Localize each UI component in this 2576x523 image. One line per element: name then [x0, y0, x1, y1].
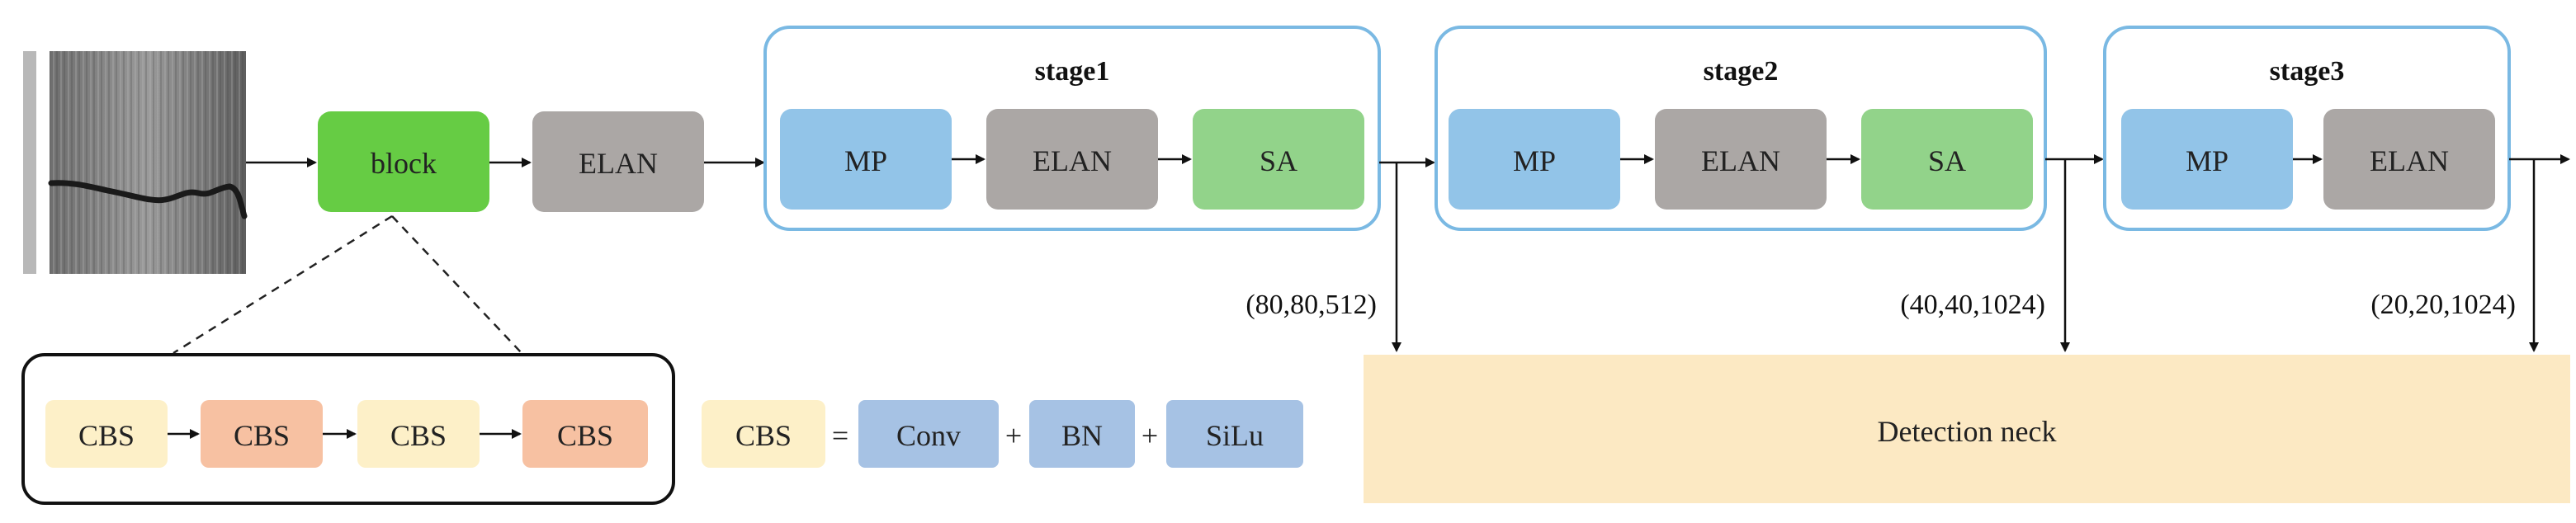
stage2-output-dims: (40,40,1024)	[1900, 290, 2045, 320]
elan-box	[532, 111, 704, 212]
cbs-box-3	[357, 400, 480, 468]
stage3-border	[2103, 26, 2511, 231]
stage1-title: stage1	[1035, 56, 1110, 87]
stage2-border	[1435, 26, 2047, 231]
block-box	[318, 111, 489, 212]
stage2-elan-label: ELAN	[1701, 144, 1780, 177]
cbs-def-equals: =	[832, 419, 848, 452]
stage1-sa-box	[1193, 109, 1364, 210]
stage3-mp-box	[2121, 109, 2293, 210]
stage1-output-dims: (80,80,512)	[1245, 290, 1377, 320]
silu-box	[1166, 400, 1303, 468]
conv-label: Conv	[896, 419, 961, 452]
stage1-border	[763, 26, 1381, 231]
stage3-elan-box	[2323, 109, 2495, 210]
detection-neck-label: Detection neck	[1878, 415, 2057, 448]
stage2-mp-box	[1449, 109, 1620, 210]
cbs-label-3: CBS	[390, 419, 447, 452]
stage3-output-dims: (20,20,1024)	[2370, 290, 2516, 320]
stage1-sa-label: SA	[1260, 144, 1297, 177]
stage3-group: stage3 MP ELAN	[2103, 26, 2511, 231]
block-detail-panel: CBS CBS CBS CBS	[21, 353, 675, 505]
silu-label: SiLu	[1206, 419, 1264, 452]
cbs-def-plus-2: +	[1141, 419, 1158, 452]
cbs-box-2	[201, 400, 323, 468]
stage3-title: stage3	[2270, 56, 2345, 87]
elan-label: ELAN	[579, 147, 658, 180]
stage2-sa-box	[1861, 109, 2033, 210]
stage2-title: stage2	[1704, 56, 1779, 87]
cbs-box-1	[45, 400, 168, 468]
cbs-box-4	[522, 400, 648, 468]
stage1-elan-box	[986, 109, 1158, 210]
conv-box	[858, 400, 999, 468]
cbs-def-plus-1: +	[1005, 419, 1022, 452]
block-detail-border	[21, 353, 675, 505]
cbs-label-2: CBS	[234, 419, 290, 452]
cbs-label-1: CBS	[78, 419, 135, 452]
block-node: block	[318, 111, 489, 212]
cbs-def-lhs-label: CBS	[735, 419, 792, 452]
stage1-mp-box	[780, 109, 952, 210]
stage2-group: stage2 MP ELAN SA	[1435, 26, 2047, 231]
stage2-sa-label: SA	[1928, 144, 1966, 177]
bn-label: BN	[1061, 419, 1103, 452]
cbs-label-4: CBS	[557, 419, 613, 452]
detection-neck-box	[1364, 355, 2570, 503]
zoom-line-right	[391, 215, 522, 354]
elan-node: ELAN	[532, 111, 704, 212]
stage2-elan-box	[1655, 109, 1827, 210]
zoom-line-left	[173, 214, 393, 355]
detection-neck: Detection neck	[1364, 355, 2570, 503]
stage1-group: stage1 MP ELAN SA	[763, 26, 1381, 231]
cbs-definition: CBS = Conv + BN + SiLu	[702, 400, 1303, 468]
block-label: block	[371, 147, 437, 180]
stage1-mp-label: MP	[844, 144, 887, 177]
stage2-mp-label: MP	[1513, 144, 1556, 177]
crack-image-icon	[23, 51, 248, 274]
stage3-elan-label: ELAN	[2370, 144, 2449, 177]
stage3-mp-label: MP	[2186, 144, 2229, 177]
bn-box	[1029, 400, 1135, 468]
stage1-elan-label: ELAN	[1033, 144, 1112, 177]
cbs-def-lhs-box	[702, 400, 825, 468]
